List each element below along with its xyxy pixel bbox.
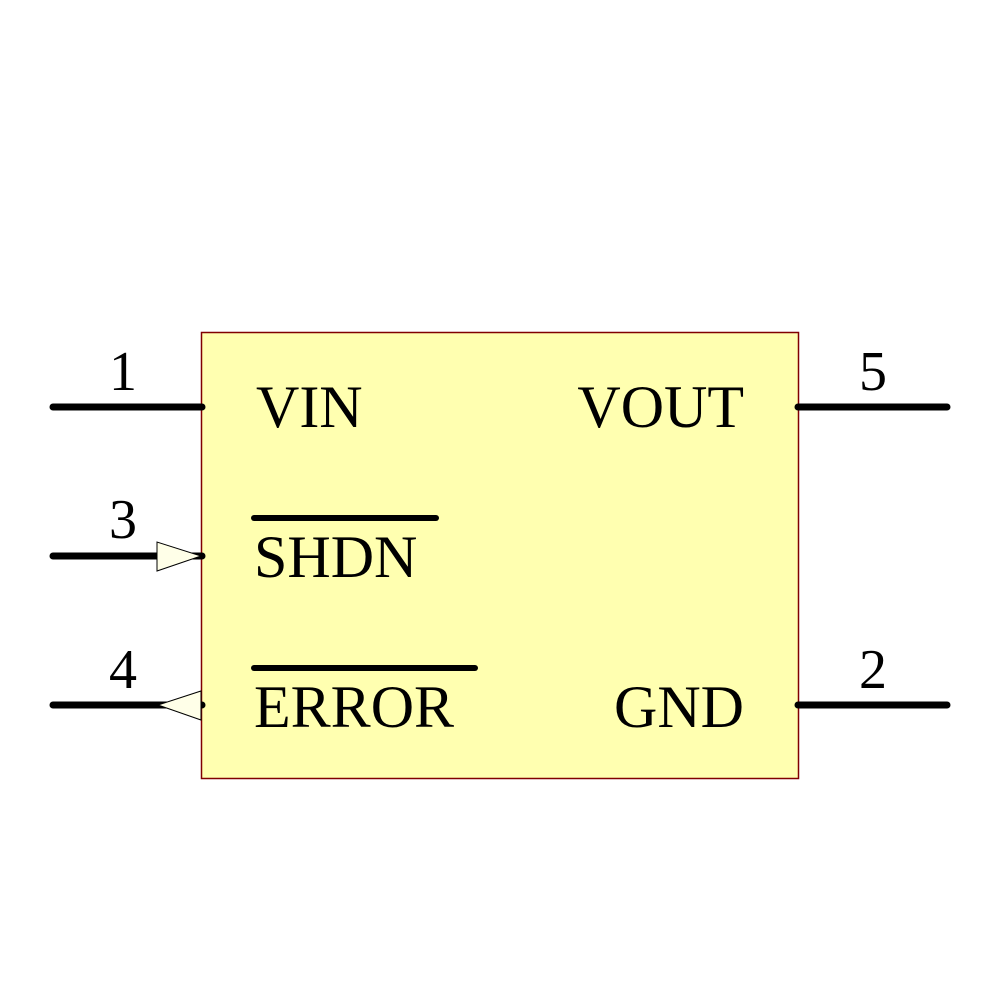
input-arrow-icon	[156, 541, 203, 572]
pin-3-number: 3	[109, 489, 137, 551]
pin-4-name: ERROR	[254, 674, 454, 740]
pin-2-name: GND	[614, 674, 744, 740]
pin-5[interactable]: 5 VOUT	[577, 341, 951, 440]
pin-3[interactable]: 3 SHDN	[49, 489, 439, 590]
pin-1-name: VIN	[256, 374, 363, 440]
pin-2-number: 2	[859, 639, 887, 701]
pin-4-number: 4	[109, 639, 137, 701]
pin-2[interactable]: 2 GND	[614, 639, 951, 740]
pin-1[interactable]: 1 VIN	[49, 341, 363, 440]
pin-4[interactable]: 4 ERROR	[49, 639, 478, 740]
pin-5-number: 5	[859, 341, 887, 403]
pin-3-name: SHDN	[254, 524, 417, 590]
pin-5-name: VOUT	[577, 374, 744, 440]
pin-1-number: 1	[109, 341, 137, 403]
component-body[interactable]	[200, 331, 800, 780]
output-arrow-icon	[156, 690, 202, 721]
